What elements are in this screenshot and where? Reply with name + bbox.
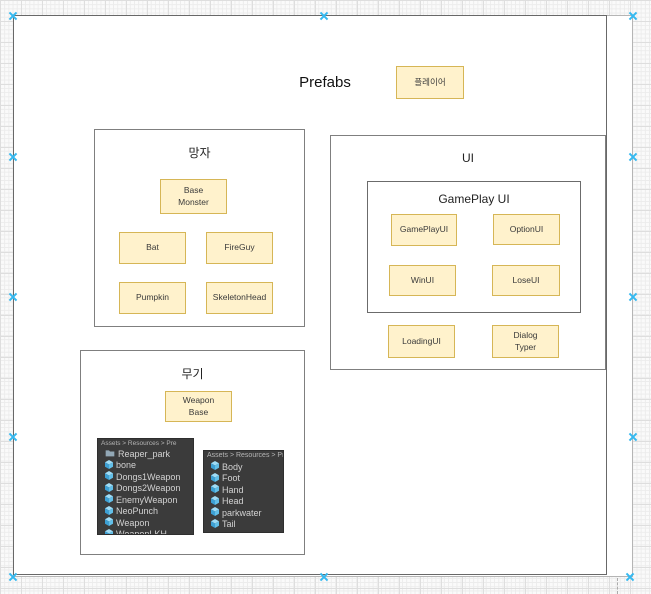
- list-item: Dongs2Weapon: [98, 482, 193, 495]
- list-item-label[interactable]: Hand: [222, 484, 244, 495]
- node-loadingui[interactable]: LoadingUI: [388, 325, 455, 358]
- list-item: Body: [204, 461, 283, 473]
- list-item: Head: [204, 495, 283, 508]
- folder-icon: [105, 449, 118, 459]
- prefab-cube-icon: [105, 517, 116, 528]
- group-weapons[interactable]: 무기 Weapon Base Assets > Resources > Pre …: [80, 350, 305, 555]
- node-skeletonhead[interactable]: SkeletonHead: [206, 282, 273, 314]
- list-item-label[interactable]: EnemyWeapon: [116, 494, 178, 505]
- list-item-label[interactable]: Head: [222, 496, 244, 507]
- page-handle-icon[interactable]: [625, 572, 635, 582]
- prefab-cube-icon: [105, 482, 116, 494]
- page-handle-icon[interactable]: [628, 432, 638, 442]
- list-item: Reaper_park: [98, 448, 193, 460]
- page-handle-icon[interactable]: [8, 152, 18, 162]
- unity-project-panel-weapons[interactable]: Assets > Resources > Pre Reaper_park bon…: [97, 438, 194, 535]
- node-player[interactable]: 플레이어: [396, 66, 464, 99]
- page-handle-icon[interactable]: [628, 292, 638, 302]
- node-weapon-base[interactable]: Weapon Base: [165, 391, 232, 422]
- node-fireguy[interactable]: FireGuy: [206, 232, 273, 264]
- list-item-label[interactable]: Foot: [222, 473, 241, 484]
- prefab-cube-icon: [105, 459, 116, 471]
- list-item: WeaponLKH: [98, 528, 193, 535]
- group-monsters[interactable]: 망자 Base Monster Bat FireGuy Pumpkin Skel…: [94, 129, 305, 327]
- list-item: parkwater: [204, 507, 283, 519]
- node-pumpkin[interactable]: Pumpkin: [119, 282, 186, 314]
- prefab-cube-icon: [211, 484, 222, 495]
- prefab-cube-icon: [105, 494, 116, 505]
- list-item-label[interactable]: bone: [116, 460, 137, 471]
- list-item-label[interactable]: Tail: [222, 519, 236, 530]
- list-item-label[interactable]: WeaponLKH: [116, 529, 167, 535]
- breadcrumb: Assets > Resources > Pre: [101, 440, 177, 447]
- prefab-cube-icon: [211, 518, 222, 530]
- page-handle-icon[interactable]: [319, 11, 329, 21]
- page-handle-icon[interactable]: [628, 11, 638, 21]
- prefab-cube-icon: [211, 472, 222, 484]
- group-ui[interactable]: UI GamePlay UI GamePlayUI OptionUI WinUI…: [330, 135, 606, 370]
- group-weapons-title: 무기: [181, 367, 204, 381]
- list-item-label[interactable]: Weapon: [116, 517, 150, 528]
- list-item-label[interactable]: Body: [222, 461, 243, 472]
- prefab-cube-icon: [211, 495, 222, 507]
- list-item: bone: [98, 459, 193, 472]
- list-item-label[interactable]: Dongs2Weapon: [116, 483, 181, 494]
- list-item: Tail: [204, 518, 283, 531]
- group-ui-title: UI: [462, 151, 474, 165]
- list-item: Weapon: [98, 517, 193, 529]
- page-handle-icon[interactable]: [8, 572, 18, 582]
- list-item-label[interactable]: parkwater: [222, 507, 262, 518]
- list-item-label[interactable]: NeoPunch: [116, 506, 159, 517]
- list-item-label[interactable]: Reaper_park: [118, 448, 171, 459]
- page-handle-icon[interactable]: [8, 11, 18, 21]
- prefab-cube-icon: [211, 507, 222, 518]
- subgroup-gameplay-ui[interactable]: GamePlay UI GamePlayUI OptionUI WinUI Lo…: [367, 181, 581, 313]
- node-dialog-typer[interactable]: Dialog Typer: [492, 325, 559, 358]
- page-break-line: [617, 578, 618, 594]
- prefab-cube-icon: [105, 505, 116, 517]
- list-item: Dongs1Weapon: [98, 471, 193, 483]
- group-monsters-title: 망자: [188, 146, 211, 160]
- node-loseui[interactable]: LoseUI: [492, 265, 560, 296]
- breadcrumb: Assets > Resources > Pr: [207, 452, 283, 459]
- page-handle-icon[interactable]: [628, 152, 638, 162]
- diagram-title: Prefabs: [299, 74, 351, 91]
- node-bat[interactable]: Bat: [119, 232, 186, 264]
- list-item: Hand: [204, 484, 283, 496]
- unity-project-panel-parts[interactable]: Assets > Resources > Pr Body Foot Hand H…: [203, 450, 284, 533]
- list-item-label[interactable]: Dongs1Weapon: [116, 471, 181, 482]
- list-item: Foot: [204, 472, 283, 485]
- node-gameplayui[interactable]: GamePlayUI: [391, 214, 457, 246]
- page-handle-icon[interactable]: [8, 292, 18, 302]
- subgroup-gameplay-ui-title: GamePlay UI: [438, 192, 510, 206]
- node-winui[interactable]: WinUI: [389, 265, 456, 296]
- node-base-monster[interactable]: Base Monster: [160, 179, 227, 214]
- page-handle-icon[interactable]: [319, 572, 329, 582]
- list-item: NeoPunch: [98, 505, 193, 518]
- list-item: EnemyWeapon: [98, 494, 193, 506]
- prefab-cube-icon: [211, 461, 222, 472]
- prefab-cube-icon: [105, 471, 116, 482]
- node-optionui[interactable]: OptionUI: [493, 214, 560, 245]
- page-handle-icon[interactable]: [8, 432, 18, 442]
- prefab-cube-icon: [105, 528, 116, 534]
